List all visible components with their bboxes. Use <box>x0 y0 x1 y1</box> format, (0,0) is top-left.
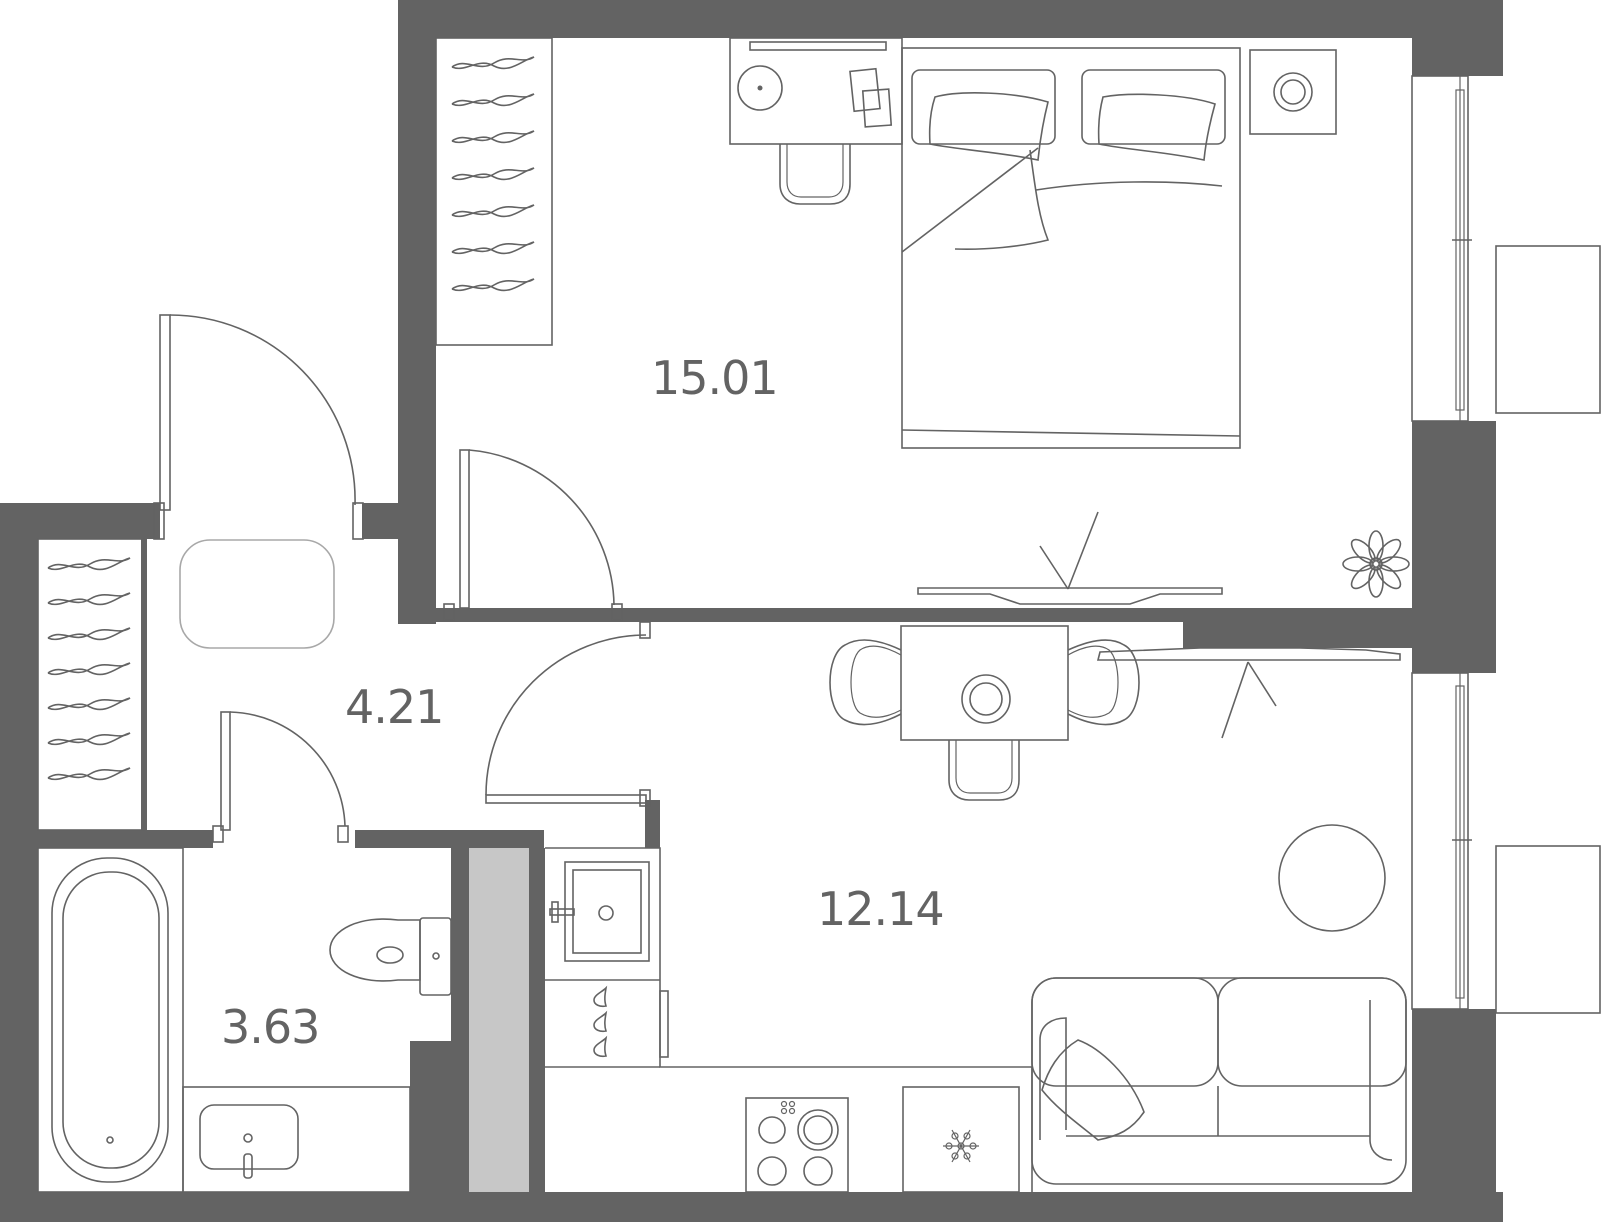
kitchen-counter <box>545 847 1033 1192</box>
dining-table-icon <box>900 625 1069 741</box>
room-area-hallway: 4.21 <box>345 680 444 734</box>
sofa-icon <box>1031 977 1407 1185</box>
hanger-icon <box>47 697 131 711</box>
wardrobe-hallway <box>37 538 145 831</box>
snowflake-icon <box>943 1129 979 1163</box>
hanger-icon <box>451 241 535 255</box>
room-area-bedroom: 15.01 <box>651 351 779 405</box>
ventilation-shaft <box>469 848 529 1192</box>
toilet-icon <box>329 917 452 996</box>
window-kitchen <box>1411 672 1472 1010</box>
chair-icon <box>779 143 851 205</box>
chair-icon <box>948 739 1020 801</box>
tv-icon <box>1096 647 1401 739</box>
hanger-icon <box>47 732 131 746</box>
walls <box>0 0 1503 1222</box>
room-area-kitchen-living: 12.14 <box>817 882 945 936</box>
hanger-icon <box>47 557 131 571</box>
pillow-icon <box>928 92 1049 161</box>
fridge-icon <box>902 1086 1020 1193</box>
hanger-icon <box>451 56 535 70</box>
pillow-icon <box>1097 93 1216 161</box>
hanger-icon <box>451 93 535 107</box>
bathtub-icon <box>37 847 184 1193</box>
hanger-icon <box>47 592 131 606</box>
plant-icon <box>1342 530 1410 598</box>
bed-icon <box>901 47 1241 449</box>
door-swing-icon <box>153 314 651 843</box>
room-area-bathroom: 3.63 <box>221 1000 320 1054</box>
wardrobe-bedroom <box>435 37 553 346</box>
hanger-icon <box>451 278 535 292</box>
pillow-icon <box>1041 1039 1145 1141</box>
nightstand-icon <box>1249 49 1337 135</box>
round-table-icon <box>1278 824 1386 932</box>
balcony-icon <box>1495 245 1601 1014</box>
hanger-icon <box>47 662 131 676</box>
hanger-icon <box>47 627 131 641</box>
tv-icon <box>917 511 1223 605</box>
drops-icon <box>593 987 607 1058</box>
cooktop-icon <box>745 1097 849 1193</box>
hanger-icon <box>451 167 535 181</box>
window-bedroom <box>1411 75 1472 422</box>
sink-icon <box>549 861 650 962</box>
washbasin-icon <box>182 1086 411 1193</box>
hanger-icon <box>451 204 535 218</box>
hanger-icon <box>47 767 131 781</box>
ottoman-icon <box>179 539 335 649</box>
hanger-icon <box>451 130 535 144</box>
chair-icon <box>829 639 1140 726</box>
desk-icon <box>729 37 903 145</box>
